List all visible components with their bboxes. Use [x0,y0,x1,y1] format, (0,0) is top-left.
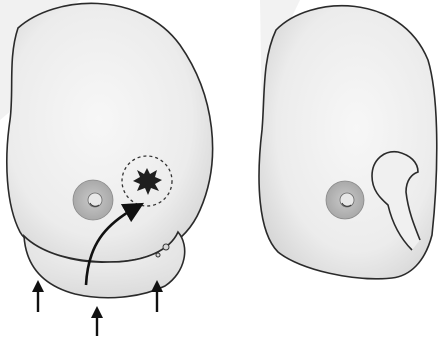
left-nipple [88,193,102,207]
left-nipple-areola [73,180,113,220]
panel-after [259,0,437,279]
upward-arrow-center [91,306,103,336]
right-nipple-areola [326,181,364,219]
right-nipple [340,193,354,207]
left-breast-body [7,3,213,262]
panel-before [0,0,213,336]
flap-dot-1 [163,244,169,250]
upward-arrow-left [32,280,44,312]
flap-dot-2 [156,253,160,257]
